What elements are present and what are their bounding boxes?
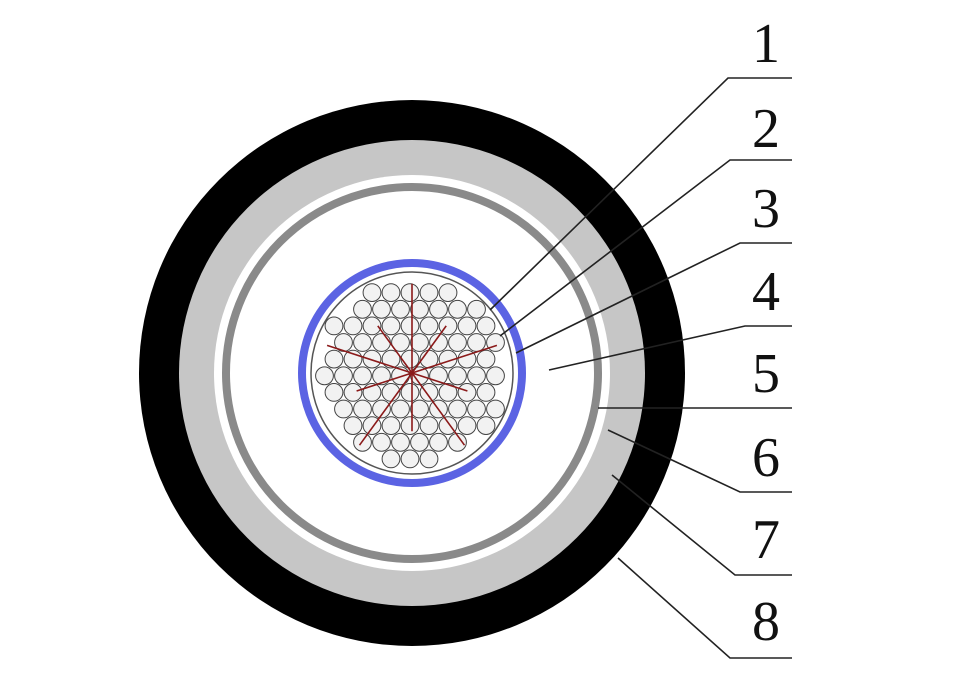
- conductor-strand: [372, 399, 391, 419]
- conductor-strand: [467, 299, 486, 319]
- conductor-strand: [448, 299, 467, 319]
- conductor-strand: [400, 349, 420, 369]
- callout-number-5: 5: [752, 343, 780, 405]
- conductor-strand: [410, 333, 429, 352]
- conductor-strand: [457, 349, 477, 369]
- conductor-strand: [419, 316, 439, 336]
- conductor-strand: [381, 283, 401, 303]
- conductor-strand: [372, 432, 391, 452]
- conductor-strand: [419, 383, 439, 402]
- cable-cross-section: [139, 100, 685, 646]
- leader-line-4: [548, 325, 792, 371]
- conductor-strand: [410, 399, 429, 419]
- conductor-strand: [448, 399, 467, 419]
- conductor-strand: [353, 399, 372, 419]
- conductor-strand: [448, 366, 467, 386]
- conductor-strand: [429, 299, 448, 319]
- conductor-strand: [457, 416, 477, 436]
- conductor-strand: [410, 299, 429, 319]
- leader-line-2: [499, 159, 792, 337]
- conductor-strand: [324, 349, 344, 369]
- conductor-sector-line: [411, 372, 466, 446]
- conductor-strand: [372, 299, 391, 319]
- conductor-strand: [391, 432, 410, 452]
- conductor-sector-line: [326, 325, 413, 374]
- conductor-strand: [486, 333, 505, 352]
- conductor-strand: [476, 416, 496, 436]
- conductor-strand: [400, 316, 420, 336]
- conductor-strand: [315, 366, 334, 386]
- conductor-strand: [400, 416, 420, 436]
- conductor-strand: [391, 399, 410, 419]
- conductor-strand: [343, 316, 363, 336]
- conductor-strand: [353, 299, 372, 319]
- conductor-strand: [486, 366, 505, 386]
- conductor-strand: [391, 299, 410, 319]
- conductor-strand: [438, 383, 458, 402]
- conductor-strand: [391, 333, 410, 352]
- conductor-strand: [476, 349, 496, 369]
- conductor-strand: [419, 449, 439, 469]
- conductor-strand: [438, 416, 458, 436]
- conductor-strand: [429, 333, 448, 352]
- conductor-strand: [343, 416, 363, 436]
- conductor-strand: [353, 366, 372, 386]
- conductor-strand: [476, 383, 496, 402]
- callout-number-4: 4: [752, 261, 780, 323]
- leader-line-3: [515, 242, 792, 354]
- conductor-strand: [372, 333, 391, 352]
- conductor-strand: [324, 383, 344, 402]
- conductor-strand: [438, 283, 458, 303]
- callout-number-1: 1: [752, 13, 780, 75]
- conductor-strand: [476, 316, 496, 336]
- conductor-strand: [381, 316, 401, 336]
- callout-number-3: 3: [752, 178, 780, 240]
- leader-line-1: [489, 77, 792, 311]
- conductor-strand: [362, 283, 382, 303]
- leader-lines: [489, 77, 792, 659]
- conductor-strand: [457, 383, 477, 402]
- conductor-strand: [343, 349, 363, 369]
- callout-number-6: 6: [752, 427, 780, 489]
- conductor-strand: [400, 283, 420, 303]
- conductor-sector-lines: [326, 283, 498, 446]
- metallic-screen-ring: [222, 183, 602, 563]
- leader-line-6: [607, 429, 792, 493]
- conductor-strand: [400, 383, 420, 402]
- conductor-strand: [410, 432, 429, 452]
- conductor-strand: [467, 333, 486, 352]
- conductor-strand: [429, 432, 448, 452]
- conductor-strand: [334, 399, 353, 419]
- conductor-strand: [419, 416, 439, 436]
- conductor-strand: [467, 366, 486, 386]
- conductor-strand: [362, 349, 382, 369]
- conductor-strand: [419, 283, 439, 303]
- conductor-strand: [334, 366, 353, 386]
- conductor-sector-line: [411, 344, 498, 392]
- conductor-strand: [457, 316, 477, 336]
- conductor-strand: [324, 316, 344, 336]
- conductor-strand: [372, 366, 391, 386]
- conductor-strand: [448, 432, 467, 452]
- conductor-strand: [343, 383, 363, 402]
- callout-number-8: 8: [752, 591, 780, 653]
- leader-line-7: [611, 474, 792, 576]
- callout-number-2: 2: [752, 98, 780, 160]
- conductor-strand: [400, 449, 420, 469]
- conductor-strand: [448, 333, 467, 352]
- leader-line-8: [617, 557, 792, 659]
- conductor-strand: [381, 416, 401, 436]
- conductor-strand: [381, 449, 401, 469]
- conductor-strand: [362, 316, 382, 336]
- conductor-sector-line: [356, 372, 413, 446]
- callout-number-7: 7: [752, 509, 780, 571]
- conductor-strand: [381, 349, 401, 369]
- conductor-strand: [467, 399, 486, 419]
- conductor-strand: [353, 333, 372, 352]
- conductor-sector-line: [411, 283, 447, 374]
- callout-numbers: 1 2 3 4 5 6 7 8: [752, 13, 780, 653]
- conductor-strand: [486, 399, 505, 419]
